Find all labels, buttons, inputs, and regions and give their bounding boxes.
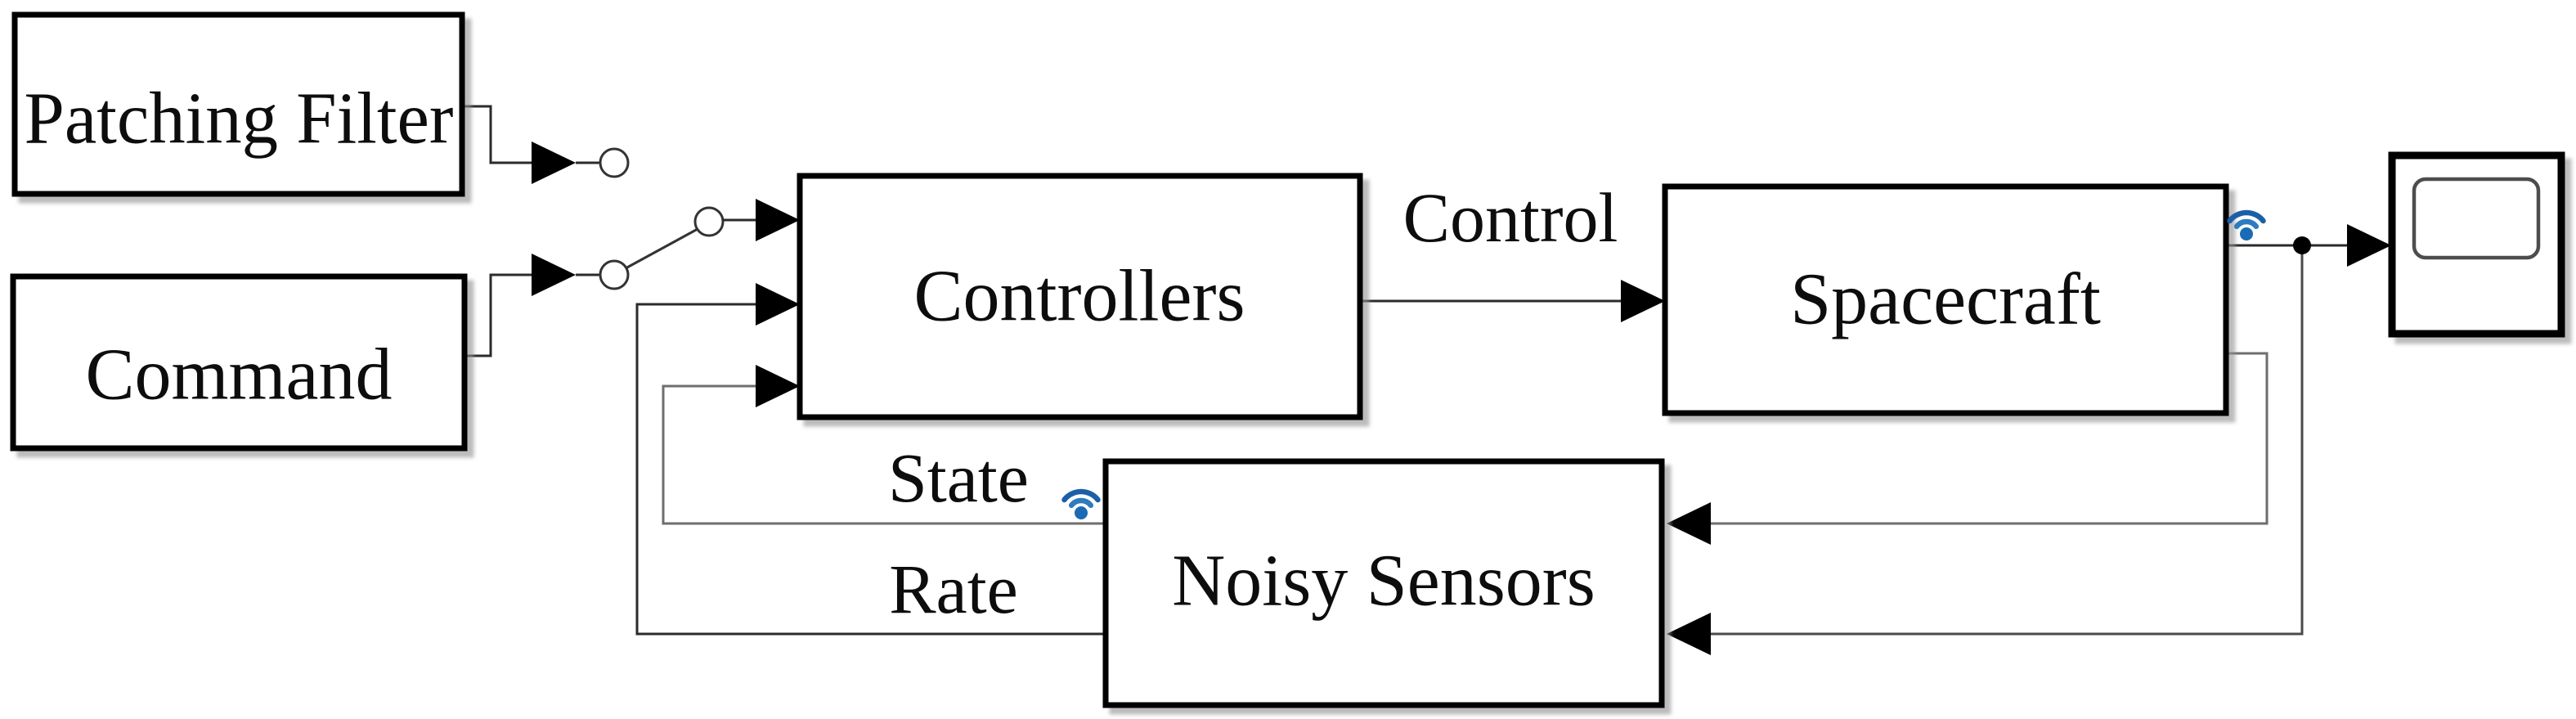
switch-contact-output [693,206,725,237]
wire-patching-filter-to-switch [462,105,600,184]
spacecraft-label: Spacecraft [1790,259,2101,340]
noisy-sensors-block: Noisy Sensors [1102,458,1665,708]
scope-display-icon [2412,177,2541,260]
arrowhead-controllers-input-1 [756,199,800,241]
scope-block [2388,151,2565,338]
arrowhead-spacecraft-input [1621,280,1665,322]
signal-label-state: State [888,438,1029,517]
arrowhead-controllers-input-2 [756,283,800,326]
signal-label-rate: Rate [889,550,1018,628]
wire-junction-to-sensors-lower [1667,245,2304,655]
switch-contact-top [599,147,630,178]
wire-state-feedback [662,365,1104,525]
spacecraft-block: Spacecraft [1662,183,2229,416]
wire-spacecraft-to-scope [2227,224,2391,267]
wire-rate-feedback [635,283,1104,636]
arrowhead-sensors-input-upper [1667,502,1711,545]
command-label: Command [86,335,393,416]
wire-switch-to-controllers [723,199,800,241]
arrowhead-scope-input [2347,224,2391,267]
wireless-signal-icon-spacecraft [2227,209,2266,240]
noisy-sensors-label: Noisy Sensors [1172,541,1595,622]
wireless-signal-icon-sensors [1061,488,1101,519]
arrowhead-sensors-input-lower [1667,613,1711,655]
wire-control [1361,280,1665,322]
wire-spacecraft-to-sensors-upper [1667,352,2269,545]
controllers-label: Controllers [914,256,1245,337]
junction-dot [2293,236,2311,254]
patching-filter-block: Patching Filter [11,11,465,197]
wire-command-to-switch [464,254,600,357]
arrowhead-switch-lower [532,254,576,296]
arrowhead-switch-upper [532,142,576,184]
signal-label-control: Control [1403,178,1618,257]
manual-switch-icon [599,147,725,290]
switch-lever [625,227,698,270]
command-block: Command [10,273,468,452]
arrowhead-controllers-input-3 [756,365,800,407]
controllers-block: Controllers [797,173,1363,420]
switch-contact-bottom [599,259,630,290]
patching-filter-label: Patching Filter [25,79,454,160]
